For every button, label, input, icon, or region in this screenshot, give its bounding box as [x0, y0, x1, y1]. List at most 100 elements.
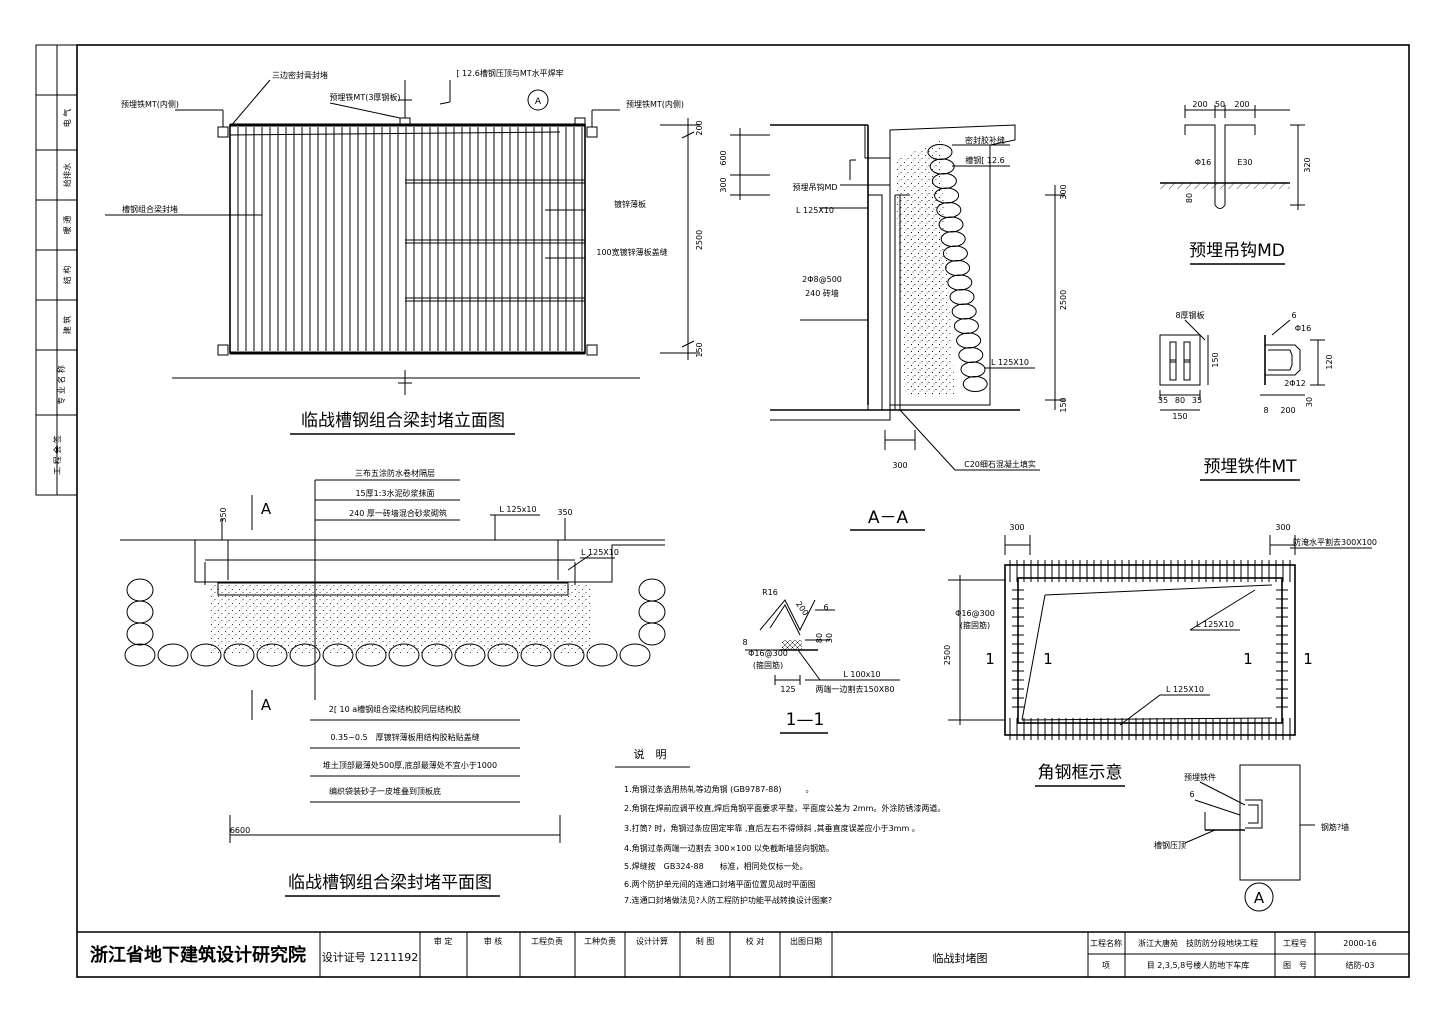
aa-dim-300b: 300	[1059, 184, 1068, 199]
notes-heading: 说 明	[634, 747, 667, 761]
detail-a-channel: 槽钢压顶	[1154, 840, 1186, 850]
outer-border	[76, 44, 1410, 978]
sandbag	[638, 578, 666, 602]
sig-review: 审 核	[484, 936, 503, 946]
sandbag	[958, 347, 984, 363]
frame-angle1: L 125X10	[1196, 620, 1234, 629]
plan-title: 临战槽钢组合梁封堵平面图	[288, 873, 492, 893]
section-11-title: 1—1	[786, 710, 825, 730]
s11-dim-8: 8	[742, 638, 747, 647]
md-weld: E30	[1237, 158, 1252, 167]
detail-a-callout: A	[1254, 889, 1265, 907]
certificate-no: 设计证号 1211192	[322, 951, 419, 964]
elev-dim-top: 200	[695, 120, 704, 135]
md-dim-200a: 200	[1192, 100, 1207, 109]
hook-md-title: 预埋吊钩MD	[1189, 241, 1285, 261]
aa-label-brick: 240 砖墙	[805, 288, 839, 298]
plan-dim-total: 6600	[230, 826, 250, 835]
sig-project-lead: 工程负责	[531, 936, 563, 946]
frame-rebar-2: (箍固筋)	[960, 620, 990, 630]
detail-a-view: 预埋铁件 6 槽钢压顶 钢筋?墙 A	[1154, 764, 1349, 912]
plan-label-layer1: 三布五涂防水卷材隔层	[355, 468, 435, 478]
elev-dim-bottom: 150	[695, 342, 704, 357]
mt-dim-35a: 35	[1158, 396, 1168, 405]
sig-design-calc: 设计计算	[636, 936, 668, 946]
s11-r16: R16	[762, 588, 778, 597]
note-item-5: 5.焊缝按 GB324-88 标准，相同处仅标一处。	[624, 861, 808, 871]
plan-label-angle-top: L 125x10	[499, 505, 536, 514]
mt-dim-35b: 35	[1192, 396, 1202, 405]
title-block: 浙江省地下建筑设计研究院 设计证号 1211192 审 定 审 核 工程负责 工…	[77, 931, 1409, 977]
note-item-4: 4.角钢过条两端一边割去 300×100 以免截断墙竖向钢筋。	[624, 843, 834, 853]
sandbag	[949, 289, 975, 305]
section-11-view: R16 200 6 80 30 Φ16@300 (箍固筋) 125 L 100x…	[742, 588, 900, 734]
mt-dim-30: 30	[1305, 397, 1314, 407]
aa-dim-150: 150	[1059, 397, 1068, 412]
side-label-discipline: 专 业 名 称	[56, 365, 66, 405]
notes-block: 说 明 1.角钢过条选用热轧等边角钢 (GB9787-88) 。 2.角钢在焊前…	[615, 747, 945, 905]
s11-rebar-2: (箍固筋)	[753, 660, 783, 670]
note-item-6: 6.两个防护单元间的连通口封堵平面位置见战时平面图	[624, 879, 816, 889]
mt-label-plate: 8厚钢板	[1175, 310, 1204, 320]
s11-dim-6: 6	[823, 603, 828, 612]
frame-cut-1d: 1	[1303, 650, 1313, 668]
sandbag	[638, 600, 666, 624]
s11-dim-80: 80	[815, 633, 824, 643]
sandbag	[124, 643, 156, 667]
side-label-signoff: 工 程 会 签	[52, 435, 62, 475]
elev-label-zinc-strip: 100宽镀锌薄板盖缝	[596, 247, 667, 257]
plan-view: 三布五涂防水卷材隔层 15厚1:3水泥砂浆抹面 240 厚一砖墙混合砂浆砌筑 L…	[120, 468, 666, 897]
sandbag	[638, 622, 666, 646]
elev-label-embed-right: 预埋铁MT(内侧)	[626, 99, 684, 109]
side-strip-labels: 电 气 给排水 暖 通 结 构 建 筑 专 业 名 称 工 程 会 签	[52, 109, 72, 475]
aa-dim-600: 600	[719, 150, 728, 165]
sandbag	[157, 643, 189, 667]
project-no: 2000-16	[1343, 939, 1376, 948]
elev-label-beam: 槽钢组合梁封堵	[122, 204, 178, 214]
detail-a-dim-6: 6	[1189, 790, 1194, 799]
plan-dim-right: 350	[557, 508, 572, 517]
note-item-3: 3.打筒? 时，角钢过条应固定牢靠 ,直后左右不得倾斜 ,其垂直度误差应小于3m…	[624, 823, 920, 833]
sandbag	[962, 376, 988, 392]
angle-frame-view: 300 300 防淹水平割去300X100 Φ16@300 (箍固筋) 2500…	[943, 523, 1377, 787]
frame-cut-1c: 1	[1243, 650, 1253, 668]
angle-frame-title: 角钢框示意	[1038, 763, 1123, 783]
aa-label-channel: 槽钢[ 12.6	[965, 155, 1004, 165]
plan-note2: 0.35~0.5 厚镀锌薄板用结构胶粘贴盖缝	[330, 732, 479, 742]
aa-label-rebar: 2Φ8@500	[802, 275, 842, 284]
s11-angle: L 100x10	[843, 670, 880, 679]
aa-label-sealant: 密封胶补缝	[965, 135, 1005, 145]
sandbag	[126, 622, 154, 646]
frame-cut-1a: 1	[985, 650, 995, 668]
sheet-title: 临战封堵图	[933, 951, 988, 965]
frame-note: 防淹水平割去300X100	[1293, 537, 1377, 547]
item-label: 项	[1102, 961, 1110, 970]
sig-drafting: 制 图	[696, 936, 715, 946]
aa-label-concrete: C20细石混凝土填实	[964, 459, 1036, 469]
mt-dim-200: 200	[1280, 406, 1295, 415]
aa-label-angle1: L 125X10	[796, 206, 834, 215]
mt-dim-120: 120	[1325, 354, 1334, 369]
note-item-1: 1.角钢过条选用热轧等边角钢 (GB9787-88) 。	[624, 784, 814, 794]
plan-label-layer3: 240 厚一砖墙混合砂浆砌筑	[349, 508, 447, 518]
project-name: 浙江大唐苑 技防防分段地块工程	[1138, 938, 1258, 948]
frame-cut-1b: 1	[1043, 650, 1053, 668]
side-label-hvac: 暖 通	[62, 216, 72, 235]
elev-label-channel-top: [ 12.6槽钢压顶与MT水平焊牢	[456, 68, 563, 78]
section-aa-view: 密封胶补缝 槽钢[ 12.6 预埋吊钩MD L 125X10 2Φ8@500 2…	[719, 124, 1068, 531]
frame-angle2: L 125X10	[1166, 685, 1204, 694]
elev-label-embed-plate: 预埋铁MT(3厚钢板)	[329, 92, 400, 102]
note-item-7: 7.连通口封堵做法见?人防工程防护功能平战转换设计图案?	[624, 895, 832, 905]
plan-note1: 2[ 10 a槽钢组合梁结构胶同层结构胶	[329, 704, 461, 714]
mt-bar: Φ16	[1295, 324, 1311, 333]
sandbag	[956, 332, 982, 349]
sandbag	[945, 260, 971, 276]
sandbag	[126, 600, 154, 624]
detail-a-wall: 钢筋?墙	[1321, 822, 1349, 832]
sandbag	[942, 245, 968, 262]
drawing-no: 结防-03	[1345, 960, 1374, 970]
institute-name: 浙江省地下建筑设计研究院	[90, 944, 306, 966]
sig-approve: 审 定	[434, 936, 453, 946]
plan-label-layer2: 15厚1:3水泥砂浆抹面	[355, 488, 434, 498]
